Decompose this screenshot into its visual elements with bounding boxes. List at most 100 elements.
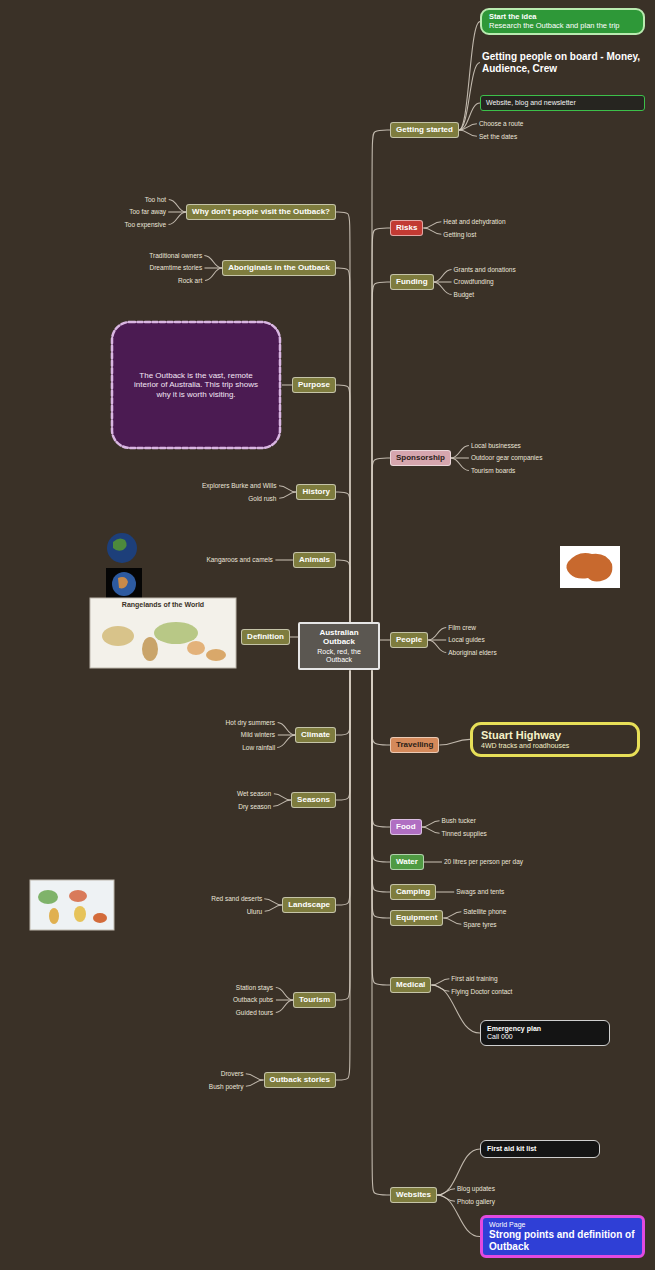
branch-topic: Food [390, 819, 422, 834]
branch-connector [459, 130, 477, 136]
topic-text: Getting people on board - Money, Audienc… [482, 51, 643, 74]
topic-text: Flying Doctor contact [451, 988, 513, 995]
branch-connector [422, 821, 440, 827]
branch-connector [372, 130, 390, 622]
topic-text: Too expensive [125, 221, 167, 228]
branch-connector [372, 670, 390, 892]
world-map [30, 880, 114, 930]
topic-text: Spare tyres [463, 921, 497, 928]
branch-connector [336, 670, 350, 800]
branch-connector [372, 670, 390, 985]
branch-topic: Landscape [282, 897, 336, 912]
cloud-callout: The Outback is the vast, remote interior… [110, 320, 282, 450]
globe-land [118, 577, 128, 588]
subtopic-text: Traditional owners [147, 251, 204, 260]
topic-text: Low rainfall [242, 744, 275, 751]
map-region [38, 890, 58, 904]
branch-connector [278, 723, 295, 735]
topic-text: Too hot [145, 196, 167, 203]
branch-connector [277, 735, 295, 747]
subtopic-text: Gold rush [246, 494, 279, 503]
subtopic-text: Too hot [143, 195, 169, 204]
branch-connector [205, 268, 222, 280]
australia-map [560, 546, 620, 588]
branch-topic: Seasons [291, 792, 336, 807]
topic-text: First aid training [451, 975, 498, 982]
branch-connector [451, 446, 469, 458]
subtopic-text: Guided tours [234, 1008, 276, 1017]
topic-text: Stuart Highway [481, 729, 629, 742]
topic-text: Set the dates [479, 133, 518, 140]
topic-text: Drovers [221, 1070, 244, 1077]
branch-connector [372, 670, 390, 745]
topic-text: Travelling [396, 740, 433, 749]
topic-text: Landscape [288, 900, 330, 909]
branch-topic: Funding [390, 274, 434, 289]
callout-box: Emergency planCall 000 [480, 1020, 610, 1046]
map-region [154, 622, 198, 644]
topic-text: The Outback is the vast, remote interior… [130, 371, 262, 399]
branch-connector [434, 270, 452, 282]
map-region [74, 906, 86, 922]
topic-text: Blog updates [457, 1185, 495, 1192]
subtopic-text: Outdoor gear companies [469, 453, 545, 462]
globe-land [113, 538, 127, 550]
branch-topic: Getting started [390, 122, 459, 137]
topic-note: Call 000 [487, 1033, 603, 1041]
branch-connector [274, 794, 291, 800]
topic-text: Guided tours [236, 1009, 274, 1016]
branch-connector [336, 670, 350, 1000]
topic-text: Local businesses [471, 442, 521, 449]
rangelands-map [90, 598, 236, 668]
topic-text: Traditional owners [149, 252, 202, 259]
subtopic-text: Local guides [446, 635, 487, 644]
topic-text: Water [396, 857, 418, 866]
subtopic-text: Film crew [446, 623, 478, 632]
topic-text: Hot dry summers [226, 719, 276, 726]
topic-text: Choose a route [479, 120, 524, 127]
branch-connector [437, 1189, 455, 1195]
subtopic-text: Bush poetry [207, 1082, 246, 1091]
branch-connector [336, 670, 350, 735]
branch-connector [443, 912, 461, 918]
branch-connector [276, 988, 293, 1000]
topic-text: Tourism boards [471, 467, 516, 474]
branch-connector [372, 670, 390, 918]
branch-connector [273, 800, 291, 806]
topic-text: Station stays [236, 984, 274, 991]
subtopic-text: Low rainfall [240, 743, 277, 752]
topic-text: Climate [301, 730, 330, 739]
topic-text: Aboriginal elders [448, 649, 497, 656]
topic-text: 20 litres per person per day [444, 858, 524, 865]
topic-text: Kangaroos and camels [206, 556, 273, 563]
branch-connector [336, 492, 350, 622]
branch-connector [246, 1080, 264, 1086]
subtopic-text: Grants and donations [452, 265, 519, 274]
topic-text: Getting lost [443, 231, 476, 238]
topic-text: Risks [396, 223, 417, 232]
branch-topic: History [296, 484, 336, 499]
topic-text: Camping [396, 887, 430, 896]
map-region [93, 913, 107, 923]
topic-text: Emergency plan [487, 1025, 603, 1033]
topic-text: Photo gallery [457, 1198, 495, 1205]
topic-text: Australian Outback [305, 628, 373, 646]
australia-shape [566, 553, 612, 582]
branch-connector [424, 861, 442, 862]
topic-text: Food [396, 822, 416, 831]
subtopic-text: Crowdfunding [452, 277, 497, 286]
branch-connector [265, 905, 283, 911]
branch-connector [169, 200, 186, 212]
central-topic: Australian OutbackRock, red, the Outback [298, 622, 380, 670]
subtopic-text: Flying Doctor contact [449, 987, 515, 996]
topic-text: Definition [247, 632, 284, 641]
subtopic-text: Mild winters [239, 730, 278, 739]
branch-connector [439, 739, 470, 745]
topic-text: Website, blog and newsletter [486, 99, 639, 107]
callout-box: World PageStrong points and definition o… [480, 1215, 645, 1258]
branch-topic: Water [390, 854, 424, 869]
branch-connector [336, 385, 350, 622]
branch-topic: Definition [241, 629, 290, 644]
branch-topic: Animals [293, 552, 336, 567]
map-region [49, 908, 59, 924]
